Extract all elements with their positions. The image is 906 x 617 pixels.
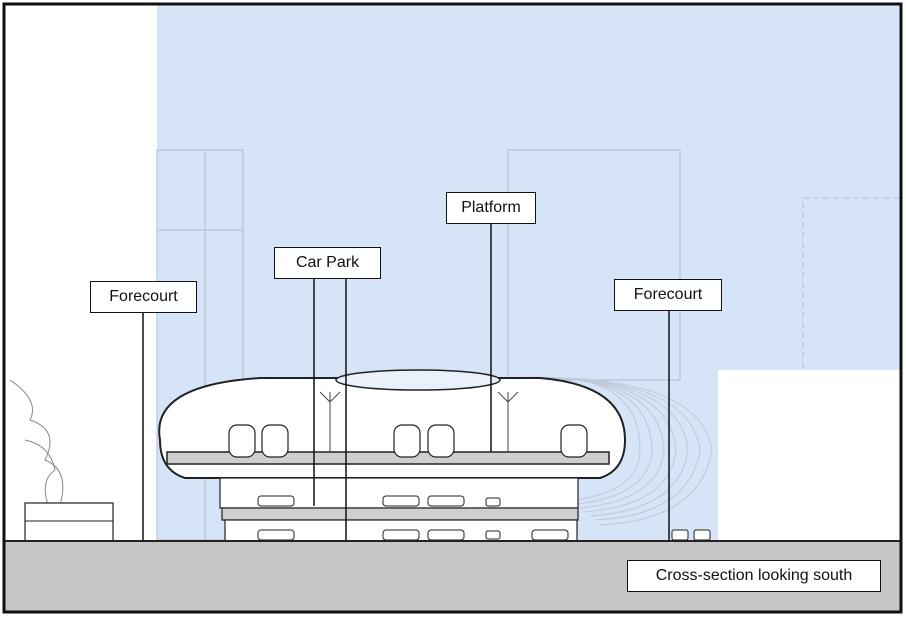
double-decker-bus [24, 502, 114, 542]
trees-left [9, 379, 64, 506]
roof-skylight [335, 369, 501, 391]
background-buildings [156, 149, 681, 541]
platform-lights [319, 391, 519, 452]
caption-label: Cross-section looking south [627, 560, 881, 592]
leader-lines [142, 224, 670, 541]
platform-canopy-rings [499, 376, 713, 526]
right-building [718, 370, 900, 541]
car-park-slab [221, 507, 579, 521]
trains [228, 424, 588, 458]
car-park-label: Car Park [274, 247, 381, 279]
forecourt-left-label: Forecourt [90, 281, 197, 313]
forecourt-right-label: Forecourt [614, 279, 722, 311]
platform-label: Platform [446, 192, 536, 224]
